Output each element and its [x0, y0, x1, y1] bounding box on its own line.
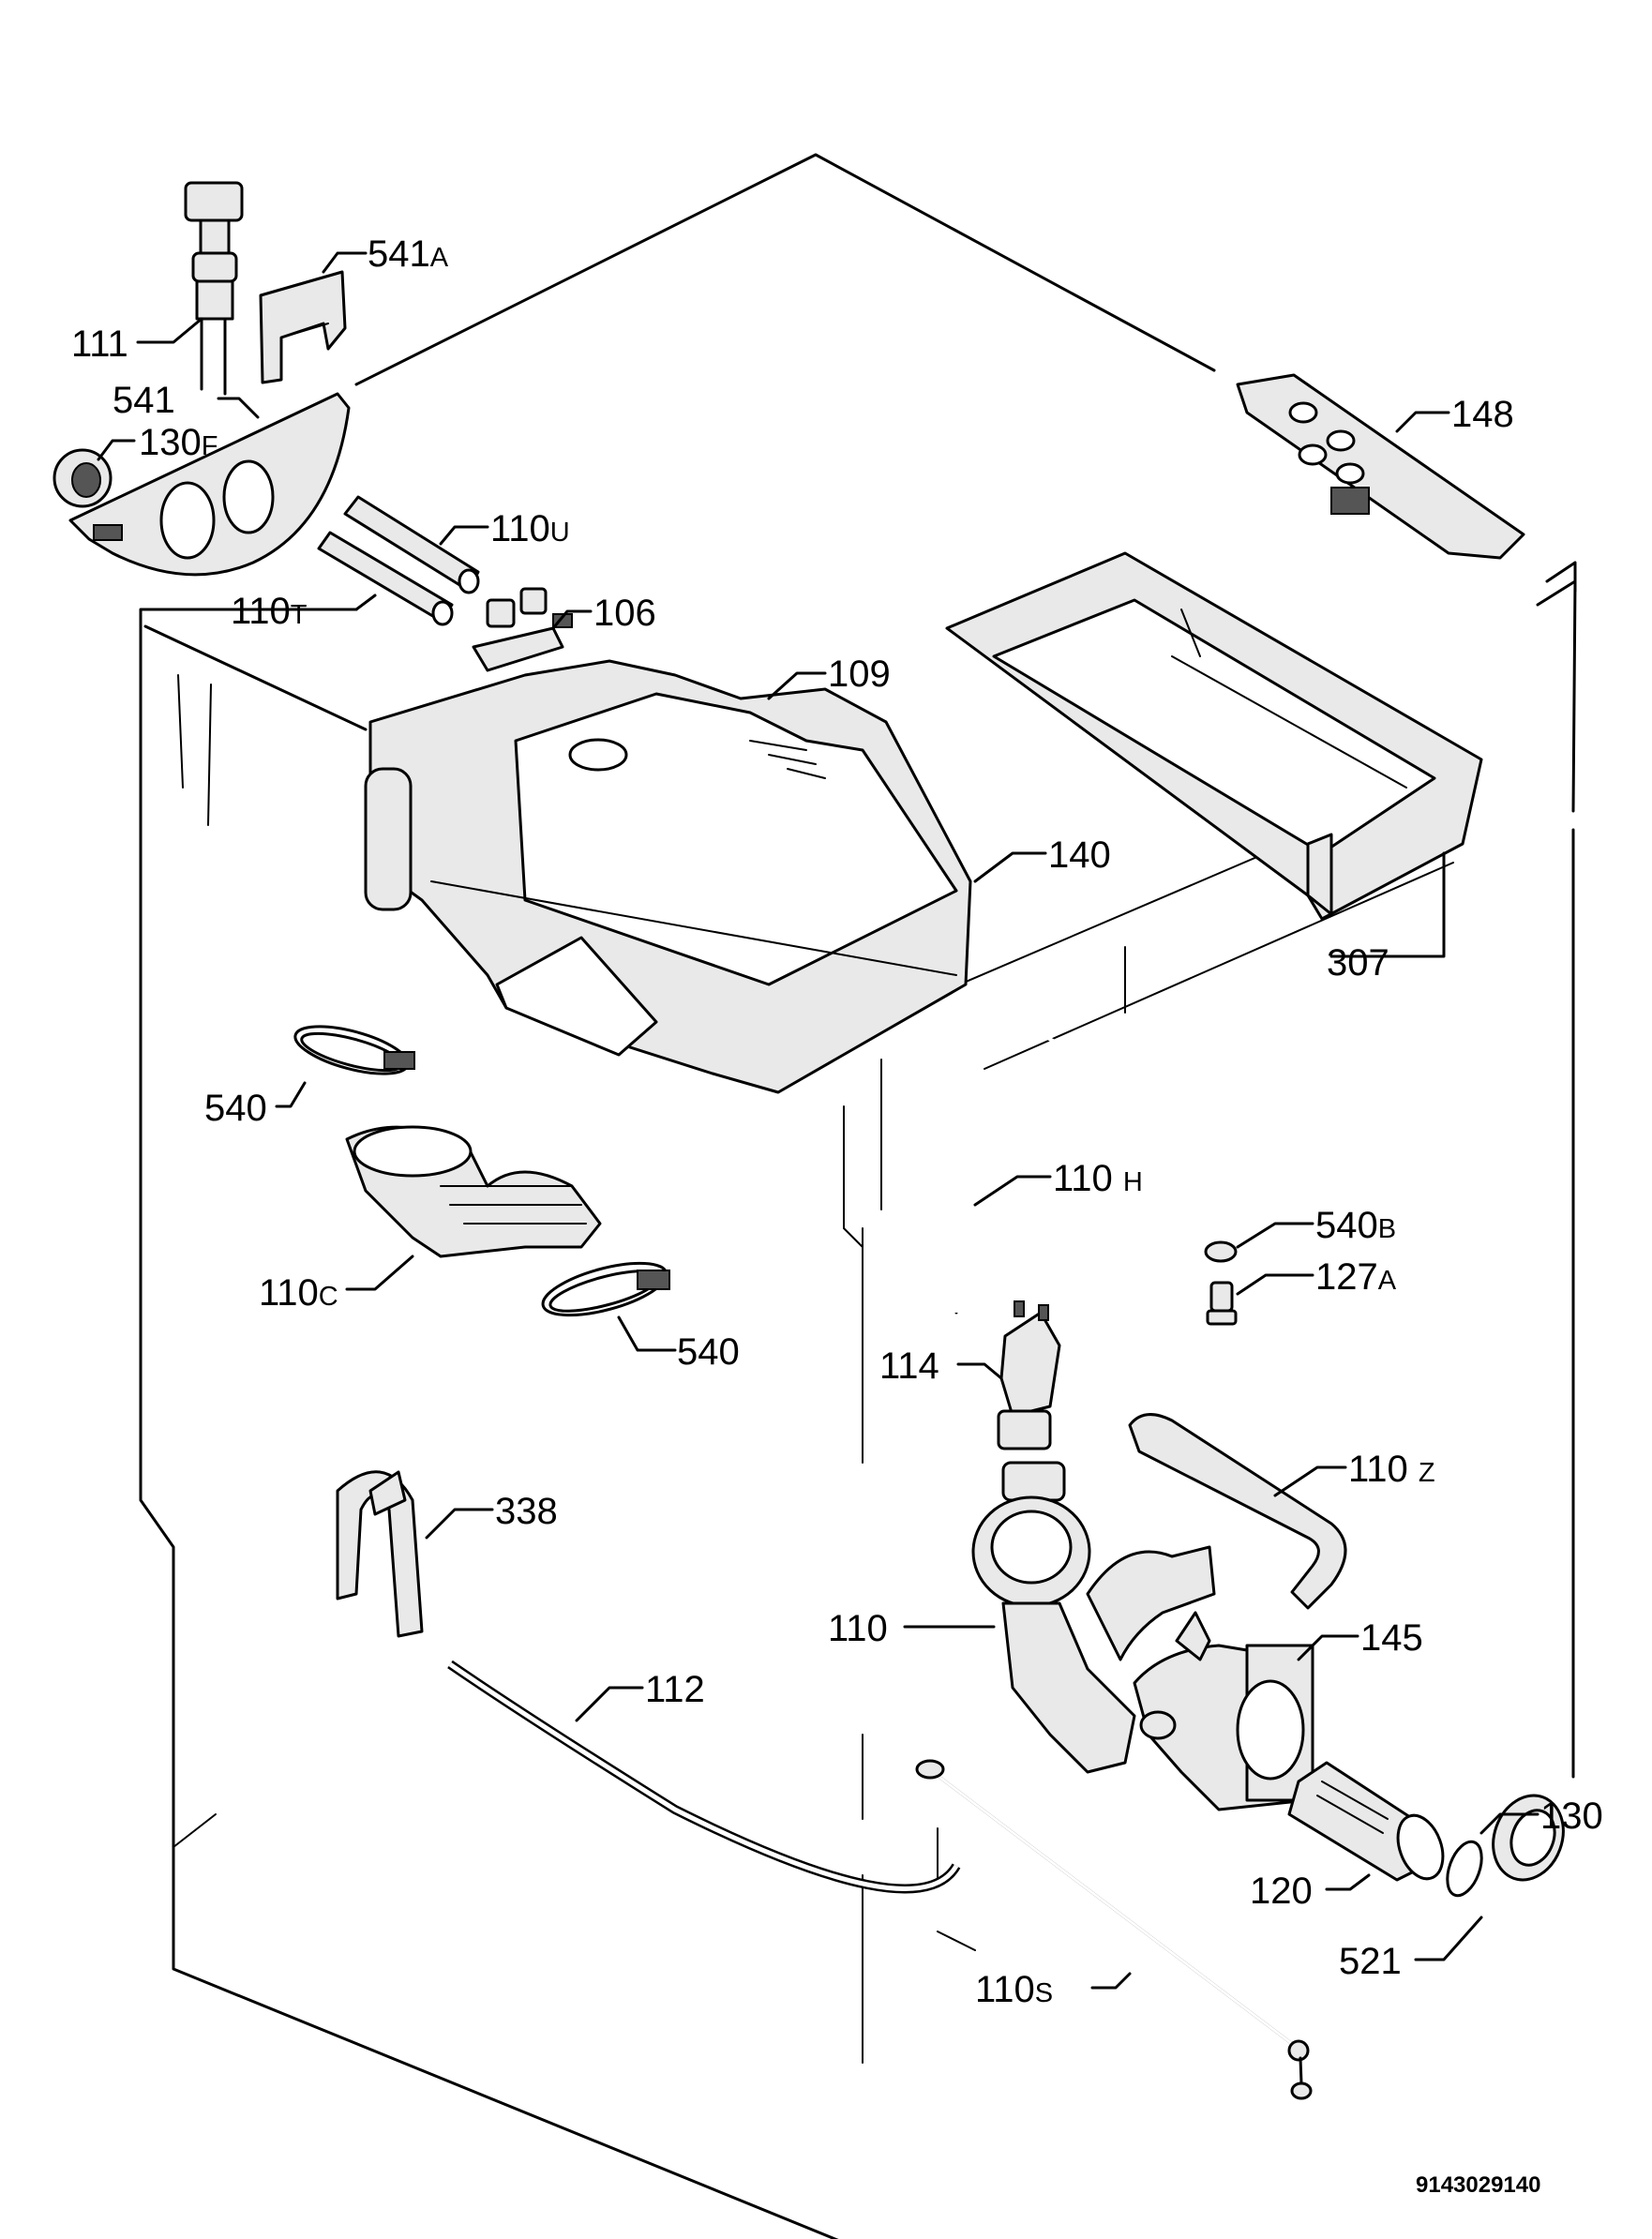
label-111: 111: [71, 323, 128, 365]
part-540b-clip: [1204, 1240, 1238, 1263]
part-110t-tube: [317, 531, 454, 626]
cabinet-outline: [139, 153, 1577, 2239]
part-110s-rod: [915, 1759, 1313, 2100]
label-110: 110: [828, 1608, 888, 1649]
label-540-lower: 540: [677, 1331, 740, 1373]
part-541a-clip: [259, 270, 347, 384]
leader-lines: [97, 251, 1539, 1990]
label-540b: 540B: [1315, 1205, 1396, 1246]
label-110t: 110T: [231, 591, 308, 632]
label-541: 541: [113, 380, 175, 421]
label-140: 140: [1048, 834, 1111, 876]
label-120: 120: [1250, 1871, 1313, 1912]
label-130: 130: [1540, 1796, 1603, 1837]
label-540-upper: 540: [204, 1088, 267, 1129]
part-521-cap: [1492, 1794, 1565, 1882]
label-307: 307: [1327, 942, 1389, 984]
label-148: 148: [1451, 394, 1514, 435]
label-127a: 127A: [1315, 1256, 1397, 1298]
part-112-drain-hose: [447, 1660, 961, 1894]
part-110u-tube: [343, 495, 480, 594]
label-521: 521: [1339, 1941, 1402, 1982]
part-106-valve: [472, 587, 573, 672]
part-110z-hose: [1128, 1413, 1347, 1610]
part-540-clamp-upper: [293, 1025, 415, 1075]
part-127a-nozzle: [1206, 1281, 1238, 1326]
label-110u: 110U: [490, 508, 570, 549]
label-110s: 110S: [975, 1969, 1053, 2010]
part-338-hose-bracket: [336, 1470, 424, 1638]
part-130-ring: [1446, 1840, 1483, 1898]
part-120-filter: [1287, 1761, 1445, 1882]
label-112: 112: [645, 1669, 705, 1710]
label-110z: 110 Z: [1348, 1449, 1435, 1490]
label-114: 114: [879, 1345, 939, 1387]
label-541a: 541A: [368, 233, 449, 275]
part-109-dispenser-housing: [364, 659, 972, 1094]
part-labels: 111 541A 541 130F 110U 110T 106 109 148 …: [71, 233, 1603, 2010]
part-130f-plug: [53, 448, 113, 508]
label-130f: 130F: [139, 422, 218, 463]
document-number: 9143029140: [1416, 2172, 1540, 2198]
part-114-pressure-switch: [997, 1300, 1061, 1450]
label-110c: 110C: [259, 1272, 338, 1314]
part-111-inlet-hose: [184, 181, 244, 396]
label-145: 145: [1360, 1617, 1423, 1659]
part-110c-bellows-hose: [345, 1125, 602, 1258]
part-110-sump-hose: [971, 1461, 1216, 1774]
part-307-detergent-drawer: [945, 551, 1483, 921]
part-541-panel: [68, 392, 351, 577]
part-110h-hose: [954, 1005, 1272, 1315]
label-110h: 110 H: [1053, 1158, 1143, 1199]
part-148-drawer-handle: [1236, 373, 1525, 560]
label-106: 106: [593, 593, 656, 634]
part-540-clamp-lower: [541, 1261, 670, 1317]
part-145-drain-pump: [1133, 1611, 1314, 1811]
label-338: 338: [495, 1491, 558, 1532]
label-109: 109: [828, 654, 891, 695]
